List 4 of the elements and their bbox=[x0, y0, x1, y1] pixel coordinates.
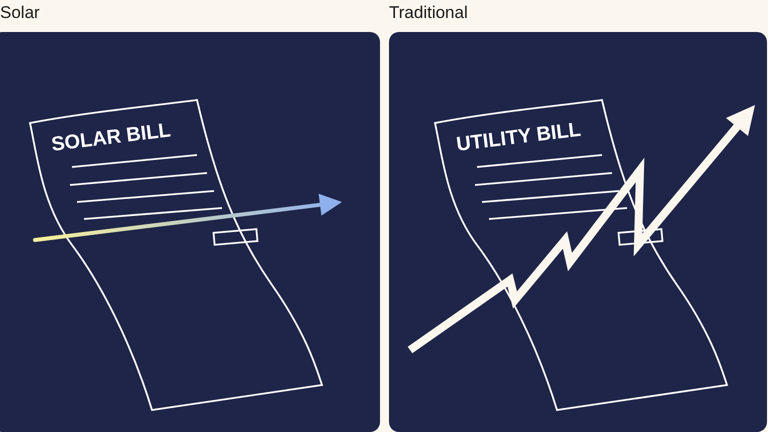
bill-title: SOLAR BILL bbox=[50, 118, 172, 157]
panel-heading: Traditional bbox=[389, 3, 468, 23]
panel-heading: Solar bbox=[0, 3, 40, 23]
bill-title: UTILITY BILL bbox=[455, 118, 582, 157]
